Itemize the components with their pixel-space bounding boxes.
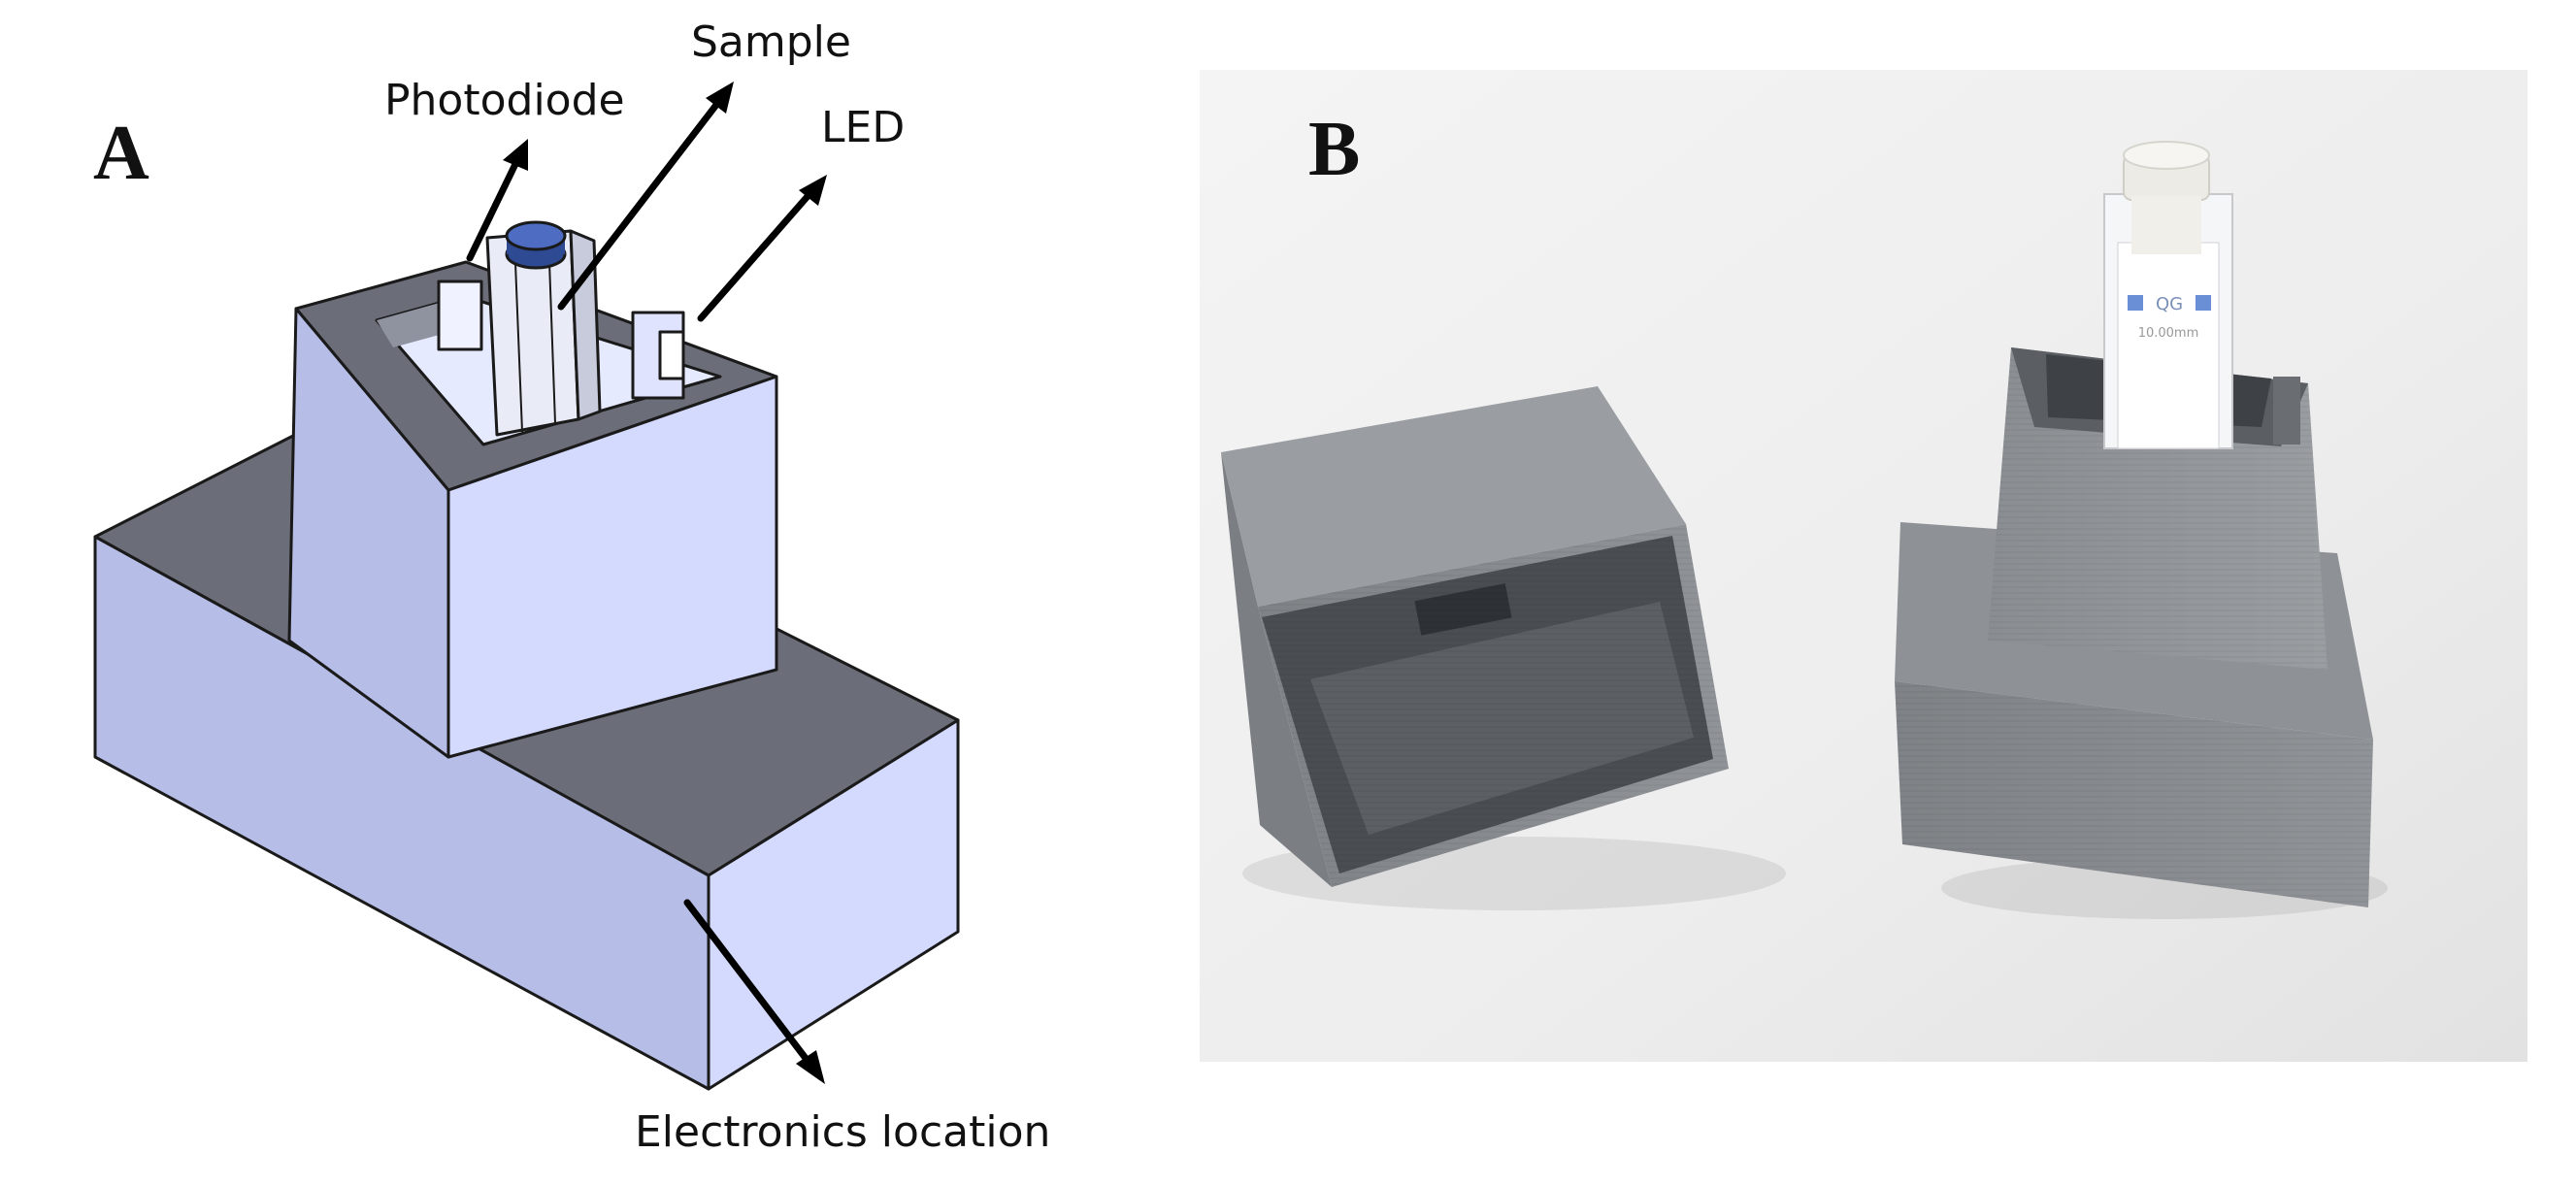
stand-print: QG 10.00mm: [1895, 141, 2373, 907]
sample-label: Sample: [691, 17, 851, 67]
electronics-location-label: Electronics location: [635, 1107, 1051, 1157]
photodiode-arrow: [466, 158, 520, 262]
sample-arrow: [557, 101, 720, 311]
panel-b-label: B: [1308, 107, 1361, 192]
cuvette-path-text: 10.00mm: [2138, 326, 2199, 341]
panel-a-label: A: [93, 111, 149, 196]
lid-print: [1221, 386, 1729, 887]
photodiode-slot: [437, 280, 483, 351]
led-arrow: [697, 190, 813, 322]
electronics-arrow: [683, 899, 811, 1065]
cuvette-brand-text: QG: [2156, 294, 2183, 314]
photograph: QG 10.00mm: [1200, 70, 2527, 1062]
led-label: LED: [821, 103, 906, 152]
photodiode-label: Photodiode: [384, 76, 625, 125]
cad-drawing: [93, 220, 960, 1091]
base-front-face: [707, 718, 960, 1091]
callout-arrows: [466, 82, 827, 1084]
tower-front-face: [446, 375, 778, 759]
